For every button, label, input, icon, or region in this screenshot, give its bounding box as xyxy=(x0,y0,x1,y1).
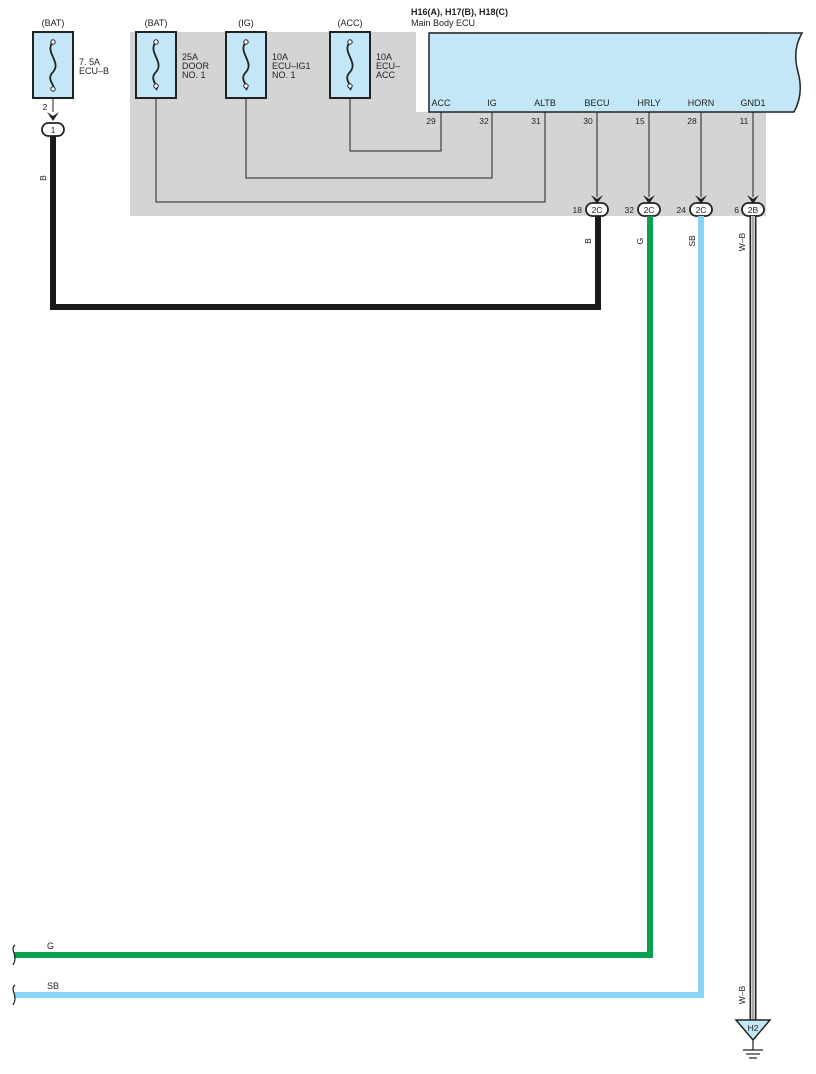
main-body-ecu-box xyxy=(428,32,804,113)
fuse-ig1-source: (IG) xyxy=(238,18,254,28)
fuse-ecu-b-pin: 2 xyxy=(43,102,48,112)
fuse-ecu-b-connector-label: 1 xyxy=(51,125,56,135)
wire-label-horn: SB xyxy=(687,235,697,247)
terminal-acc-label: ACC xyxy=(431,98,451,108)
fuse-ecu-b-rating: 7. 5A xyxy=(79,57,100,67)
wire-break-green xyxy=(12,944,16,966)
ground-point-triangle xyxy=(734,1019,772,1042)
terminal-gnd1-label: GND1 xyxy=(740,98,765,108)
fuse-ig1-name-line2: NO. 1 xyxy=(272,70,296,80)
wire-label-becu: B xyxy=(583,238,593,244)
connector-hrly-pin: 32 xyxy=(625,205,635,215)
terminal-altb-label: ALTB xyxy=(534,98,556,108)
wire-label-fuse-out: B xyxy=(38,175,48,181)
fuse-ig1-rating: 10A xyxy=(272,52,288,62)
fuse-acc-rating: 10A xyxy=(376,52,392,62)
wire-label-left-g: G xyxy=(47,941,54,951)
fuse-acc-source: (ACC) xyxy=(338,18,363,28)
fuse-ecu-acc xyxy=(329,31,371,99)
terminal-gnd1-pin: 11 xyxy=(740,116,749,126)
connector-hrly-label: 2C xyxy=(644,205,655,215)
terminal-horn-pin: 28 xyxy=(687,116,697,126)
fuse-ecu-b-arrow xyxy=(47,112,59,121)
terminal-ig-label: IG xyxy=(487,98,497,108)
fuse-acc-name-line1: ECU– xyxy=(376,61,400,71)
fuse-door-name-line2: NO. 1 xyxy=(182,70,206,80)
fuse-ecu-b xyxy=(32,31,74,99)
wire-label-left-sb: SB xyxy=(47,981,59,991)
connector-arrows xyxy=(591,195,759,204)
terminal-acc-pin: 29 xyxy=(426,116,436,126)
terminal-becu-pin: 30 xyxy=(583,116,593,126)
fuse-ecu-ig1 xyxy=(225,31,267,99)
wire-label-gnd: W–B xyxy=(737,232,747,251)
terminal-becu-label: BECU xyxy=(584,98,609,108)
fuse-ecu-b-source: (BAT) xyxy=(42,18,65,28)
terminal-ig-pin: 32 xyxy=(479,116,489,126)
terminal-horn-label: HORN xyxy=(688,98,715,108)
ground-point-label: H2 xyxy=(748,1023,759,1033)
terminal-hrly-label: HRLY xyxy=(637,98,660,108)
ground-symbol-icon xyxy=(743,1040,763,1059)
connector-horn-label: 2C xyxy=(696,205,707,215)
terminal-hrly-pin: 15 xyxy=(635,116,645,126)
wire-green-hrly xyxy=(14,216,653,958)
connector-gnd-pin: 6 xyxy=(734,205,739,215)
fuse-door-source: (BAT) xyxy=(145,18,168,28)
fuse-door-name-line1: DOOR xyxy=(182,61,210,71)
fuse-door-no1 xyxy=(135,31,177,99)
fuse-ig1-name-line1: ECU–IG1 xyxy=(272,61,311,71)
connector-horn-pin: 24 xyxy=(677,205,687,215)
wire-black-fuse-to-becu xyxy=(50,136,601,310)
fuse-ecu-b-name: ECU–B xyxy=(79,66,109,76)
fuse-door-rating: 25A xyxy=(182,52,198,62)
ecu-connector-title: H16(A), H17(B), H18(C) xyxy=(411,7,508,17)
wire-label-gnd-lower: W–B xyxy=(737,985,747,1004)
wire-label-hrly: G xyxy=(635,238,645,245)
terminal-altb-pin: 31 xyxy=(531,116,541,126)
wire-break-skyblue xyxy=(12,984,16,1006)
junction-block-notch xyxy=(416,32,430,112)
connector-becu-label: 2C xyxy=(592,205,603,215)
connector-gnd-label: 2B xyxy=(748,205,759,215)
connector-becu-pin: 18 xyxy=(573,205,583,215)
junction-internal-wires xyxy=(155,86,754,203)
wire-skyblue-horn xyxy=(14,216,704,998)
ecu-name: Main Body ECU xyxy=(411,18,475,28)
fuse-acc-name-line2: ACC xyxy=(376,70,396,80)
